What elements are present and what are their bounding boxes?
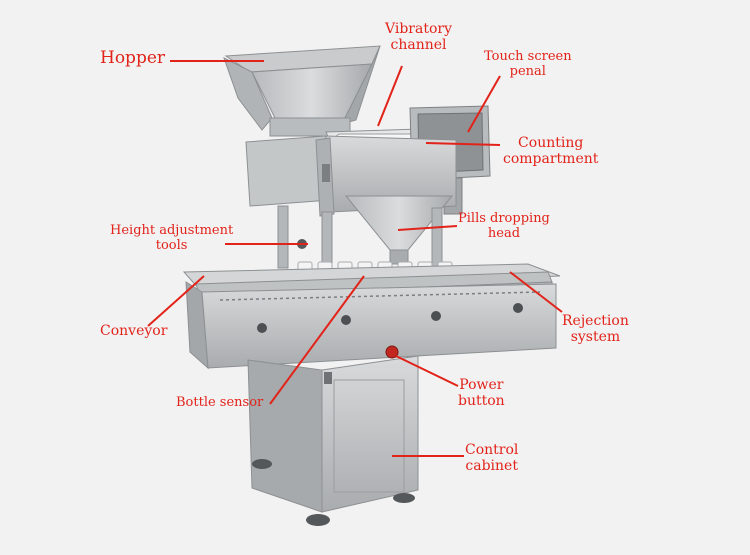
control-cabinet-part (247, 355, 419, 513)
pills-dropping-head-part (344, 195, 454, 265)
conveyor-part (182, 263, 561, 370)
hopper-part (223, 45, 381, 137)
leader-lines (147, 60, 563, 457)
label-bottle-sensor: Bottle sensor (176, 395, 264, 410)
label-counting-compartment: Counting compartment (503, 135, 599, 167)
label-rejection-system: Rejection system (562, 313, 629, 345)
power-button-part (385, 345, 399, 359)
label-conveyor: Conveyor (100, 323, 168, 339)
machine-feet (252, 459, 415, 526)
height-adjustment-part (277, 205, 443, 271)
counting-compartment-part (245, 135, 457, 217)
label-hopper: Hopper (100, 48, 166, 68)
label-control-cabinet: Control cabinet (465, 442, 519, 474)
label-pills-dropping-head: Pills dropping head (458, 211, 550, 241)
label-power-button: Power button (458, 377, 505, 409)
label-vibratory-channel: Vibratory channel (385, 21, 452, 53)
label-touch-screen: Touch screen penal (484, 49, 572, 79)
label-height-adjustment: Height adjustment tools (110, 223, 234, 253)
